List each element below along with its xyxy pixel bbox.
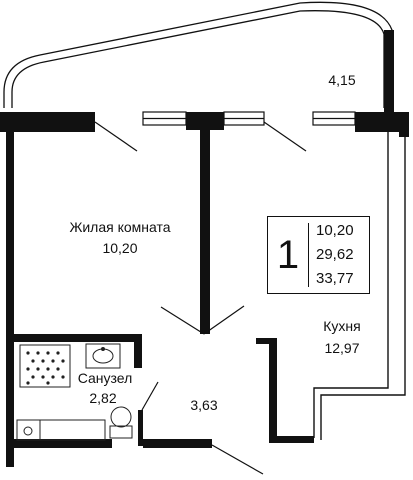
living-area-value: 10,20	[316, 222, 354, 239]
usable-area-value: 29,62	[316, 246, 354, 263]
door-living-2	[203, 305, 245, 335]
toilet-bowl	[110, 406, 132, 428]
total-area-value: 33,77	[316, 270, 354, 287]
wall-kitchen-left	[269, 338, 277, 442]
outer-thin-walls	[313, 132, 406, 440]
wall-bath-right-lower	[138, 410, 143, 446]
shower-tray	[19, 344, 71, 388]
sink	[85, 343, 121, 369]
door-balcony-mid	[263, 121, 307, 152]
hall-area: 3,63	[190, 397, 218, 413]
kitchen-area: 12,97	[324, 340, 360, 356]
washing-machine	[16, 419, 106, 441]
wall-bottom	[6, 439, 112, 448]
windows	[142, 111, 356, 126]
bathroom-fixtures	[16, 343, 133, 441]
wall-bath-top	[14, 334, 142, 342]
kitchen-name: Кухня	[323, 318, 361, 334]
walls	[0, 30, 409, 467]
bathroom-name: Санузел	[77, 370, 133, 386]
wall-left	[6, 112, 14, 467]
bathroom-area: 2,82	[89, 390, 117, 406]
door-swings	[94, 121, 307, 475]
wall-bottom-mid	[143, 439, 212, 448]
shower-dots	[26, 351, 65, 385]
toilet-tank	[109, 425, 133, 439]
door-entrance	[211, 444, 264, 475]
living-room-name: Жилая комната	[69, 219, 171, 235]
door-bath	[141, 381, 159, 411]
living-room-area: 10,20	[102, 240, 138, 256]
wall-top-left	[0, 112, 95, 132]
door-balcony-left	[94, 121, 138, 152]
wall-kitchen-bottom	[269, 436, 314, 443]
balcony-pier	[384, 30, 394, 120]
wall-right-upper	[399, 112, 409, 137]
apartment-summary-badge: 1 10,20 29,62 33,77	[267, 216, 370, 294]
badge-divider	[308, 223, 309, 287]
balcony-area-label: 4,15	[328, 72, 356, 88]
wall-kitchen-notch	[256, 338, 277, 344]
room-count: 1	[276, 233, 300, 277]
wall-bath-right	[134, 334, 142, 368]
balcony-outline	[3, 1, 393, 108]
wall-partition	[200, 112, 210, 334]
door-living-1	[160, 306, 205, 335]
